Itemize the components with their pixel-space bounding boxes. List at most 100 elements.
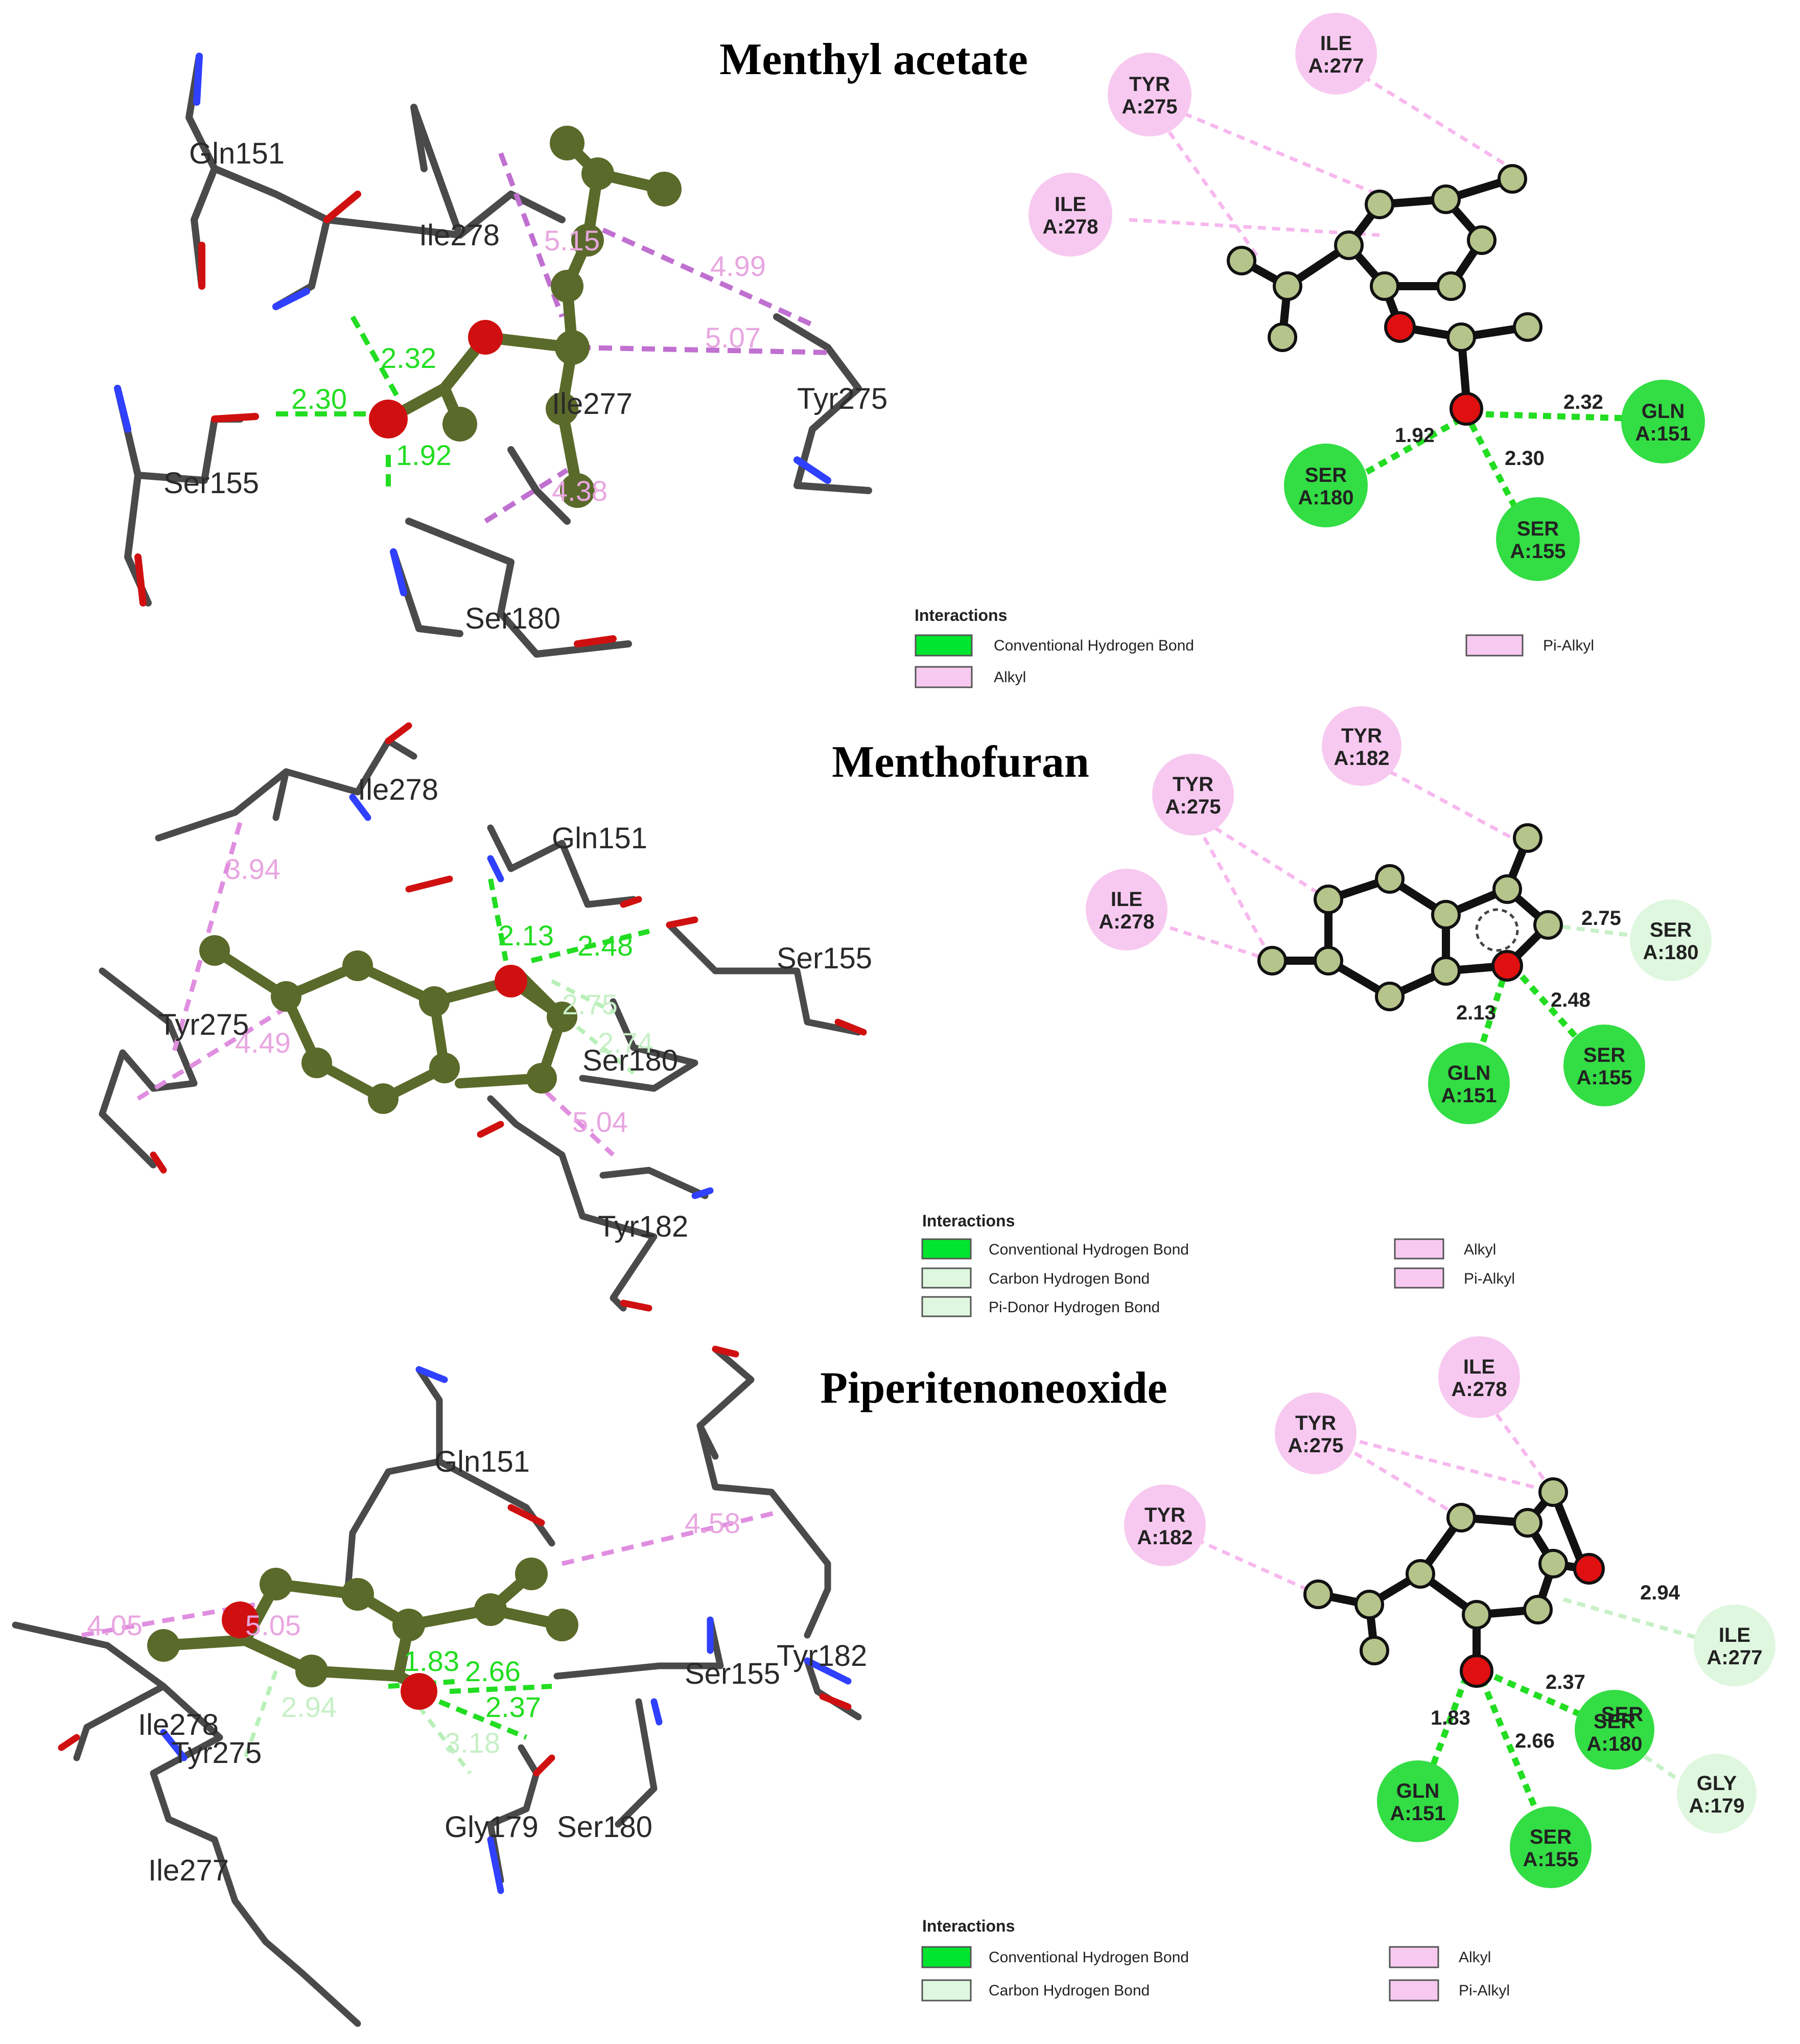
- distance-label-3d: 3.94: [225, 853, 280, 885]
- residue-disc-ile278: ILE A:278: [1438, 1336, 1520, 1418]
- ligand-atom: [368, 1083, 399, 1114]
- distance-label-3d: 2.66: [465, 1655, 521, 1687]
- legend-swatch: [1389, 1979, 1439, 2002]
- ligand-atom: [1446, 1503, 1476, 1532]
- distance-label-3d: 5.05: [245, 1609, 301, 1641]
- oxygen-atom: [1384, 311, 1416, 343]
- ligand-atom: [1513, 823, 1542, 853]
- ligand-atom: [546, 392, 578, 425]
- ligand-atom: [1492, 874, 1522, 904]
- distance-label-3d: 2.94: [281, 1691, 337, 1723]
- residue-disc-ser155: SER A:155: [1563, 1025, 1645, 1106]
- svg-text:SER: SER: [1650, 919, 1692, 941]
- residue-disc: [1621, 380, 1705, 463]
- legend-item: Conventional Hydrogen Bond: [994, 637, 1194, 654]
- oxygen-atom: [495, 965, 527, 997]
- interaction-diagram-2d: TYR A:275 ILE A:277 ILE A:278 GLN A:151 …: [1028, 13, 1705, 581]
- residue-disc: [1275, 1392, 1357, 1474]
- ligand-atoms-2d: [1227, 164, 1542, 426]
- interaction-diagram-2d: TYR A:182 TYR A:275 ILE A:278 SER A:180 …: [1086, 706, 1712, 1124]
- svg-text:A:278: A:278: [1099, 911, 1155, 933]
- residue-disc: [1028, 173, 1112, 257]
- residue-disc-tyr182: TYR A:182: [1124, 1484, 1206, 1566]
- svg-text:A:151: A:151: [1390, 1802, 1446, 1825]
- ligand-atom: [581, 157, 614, 190]
- legend-swatch: [921, 1238, 972, 1260]
- distance-label-3d: 2.75: [562, 988, 618, 1020]
- interaction-diagram-2d: ILE A:278 TYR A:275 TYR A:182 ILE A:277 …: [1124, 1336, 1775, 1888]
- legend-swatch: [1394, 1238, 1444, 1260]
- ligand-atom: [1406, 1559, 1435, 1589]
- ligand-atom: [547, 1002, 577, 1032]
- distance-label-3d: 4.49: [235, 1027, 291, 1059]
- residue-disc-gln151: GLN A:151: [1621, 380, 1705, 463]
- hbond-lines-2d: [1468, 963, 1602, 1079]
- distance-label-3d: 2.74: [598, 1027, 653, 1059]
- interactions-legend: Interactions Conventional Hydrogen Bond …: [921, 1212, 1515, 1317]
- residue-label-3d: Gly179: [445, 1810, 539, 1844]
- ligand-atom: [1513, 312, 1542, 342]
- distance-label-2d: 1.92: [1395, 424, 1435, 447]
- residue-disc: [1563, 1025, 1645, 1106]
- svg-text:A:155: A:155: [1510, 540, 1566, 563]
- ligand-atom: [1375, 982, 1405, 1011]
- ligand-atom: [1365, 190, 1394, 219]
- svg-text:A:180: A:180: [1298, 486, 1354, 509]
- svg-text:GLY: GLY: [1697, 1772, 1737, 1795]
- distance-label-3d: 4.99: [710, 250, 766, 282]
- ligand-atom: [1354, 1590, 1384, 1619]
- residue-disc: [1428, 1042, 1510, 1124]
- legend-item: Carbon Hydrogen Bond: [989, 1982, 1150, 1999]
- svg-text:ILE: ILE: [1320, 32, 1352, 55]
- ligand-atom: [550, 126, 585, 160]
- svg-text:TYR: TYR: [1144, 1504, 1185, 1526]
- residue-label-3d: Ile277: [148, 1854, 229, 1887]
- residue-disc: [1677, 1754, 1757, 1833]
- ligand-atom: [555, 330, 590, 365]
- residue-disc-ser180: SER A:180: [1630, 899, 1712, 981]
- panel-menthyl-acetate: Menthyl acetate: [114, 13, 1705, 688]
- legend-title: Interactions: [922, 1212, 1015, 1230]
- carbon-hbond-dashes: [243, 1670, 472, 1775]
- panel-piperitenoneoxide: Piperitenoneoxide: [12, 1336, 1775, 2027]
- ligand-atom: [1303, 1580, 1333, 1609]
- legend-swatch: [915, 634, 973, 657]
- legend-swatch: [1394, 1267, 1444, 1289]
- svg-text:A:182: A:182: [1137, 1526, 1193, 1549]
- ligand-atom: [1314, 885, 1343, 914]
- svg-text:TYR: TYR: [1129, 73, 1170, 96]
- ligand-atom: [1268, 322, 1297, 352]
- svg-text:SER: SER: [1530, 1826, 1572, 1848]
- residue-label-3d: Tyr275: [797, 382, 887, 415]
- svg-text:ILE: ILE: [1463, 1356, 1495, 1378]
- ligand-atom: [1533, 910, 1563, 940]
- legend-swatch: [915, 666, 973, 688]
- oxygen-atom: [1460, 1654, 1493, 1688]
- legend-swatch: [921, 1979, 972, 2002]
- alkyl-lines-2d: [1128, 770, 1513, 963]
- ligand-atoms-2d: [1303, 1477, 1605, 1688]
- ligand-atom: [271, 981, 301, 1012]
- distance-label-3d: 1.92: [396, 439, 452, 471]
- legend-title: Interactions: [915, 606, 1007, 624]
- binding-pose-3d: Gln151 Ile278 Ser155 Ser180 Tyr275 Ile27…: [114, 53, 887, 658]
- panel-menthofuran: Menthofuran: [99, 706, 1712, 1317]
- ligand-atom: [474, 1593, 507, 1626]
- distance-label-2d: 2.94: [1640, 1582, 1680, 1604]
- svg-text:ILE: ILE: [1055, 193, 1086, 216]
- ligand-atom: [1314, 946, 1343, 975]
- ligand-atom: [295, 1655, 328, 1687]
- ligand-atom: [1227, 246, 1256, 275]
- residue-disc-tyr275: TYR A:275: [1108, 53, 1191, 136]
- ligand-atom: [1273, 271, 1302, 301]
- residue-disc: [1575, 1690, 1654, 1770]
- residue-disc-tyr275: TYR A:275: [1152, 754, 1234, 835]
- distance-label-3d: 2.30: [291, 383, 347, 415]
- aromatic-ring-marker: [1475, 908, 1519, 952]
- legend-item: Alkyl: [1459, 1949, 1491, 1966]
- legend-swatch: [921, 1946, 972, 1968]
- legend-swatch: [921, 1296, 972, 1317]
- legend-item: Pi-Alkyl: [1464, 1270, 1515, 1287]
- svg-text:SER: SER: [1305, 464, 1347, 486]
